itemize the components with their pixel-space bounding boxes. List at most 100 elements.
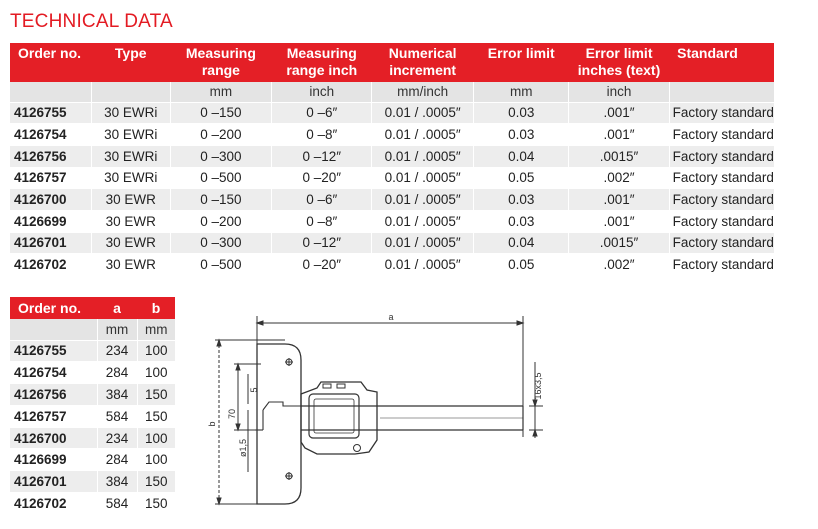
label-rod: 16x3,5 bbox=[533, 372, 543, 399]
table-header-row: Order no. Type Measuring range Measuring… bbox=[10, 43, 774, 82]
cell-order-no: 4126700 bbox=[10, 188, 92, 211]
button bbox=[322, 383, 332, 389]
cell-measuring-range-inch: 0 –6″ bbox=[271, 188, 372, 211]
unit-cell: inch bbox=[568, 82, 670, 102]
unit-cell: mm/inch bbox=[371, 82, 474, 102]
cell-numerical-increment: 0.01 / .0005″ bbox=[371, 101, 474, 124]
cell-numerical-increment: 0.01 / .0005″ bbox=[371, 123, 474, 146]
page-title: TECHNICAL DATA bbox=[10, 11, 173, 32]
cell-order-no: 4126702 bbox=[10, 492, 97, 515]
cell-b: 150 bbox=[136, 404, 175, 428]
cell-standard: Factory standard bbox=[668, 144, 774, 168]
label-a: a bbox=[388, 312, 393, 322]
cell-standard: Factory standard bbox=[668, 123, 774, 146]
cell-a: 234 bbox=[96, 426, 137, 449]
header-measuring-range: Measuring range bbox=[170, 43, 272, 82]
cell-type: 30 EWR bbox=[90, 253, 171, 276]
units-row: mm mm bbox=[10, 319, 175, 340]
cell-measuring-range: 0 –500 bbox=[169, 166, 272, 189]
cell-error-limit-inches: .002″ bbox=[568, 253, 670, 276]
cell-numerical-increment: 0.01 / .0005″ bbox=[371, 166, 474, 189]
cell-type: 30 EWRi bbox=[90, 144, 171, 168]
cell-type: 30 EWRi bbox=[90, 101, 171, 124]
cell-numerical-increment: 0.01 / .0005″ bbox=[371, 188, 474, 211]
cell-type: 30 EWRi bbox=[90, 123, 171, 146]
caliper-drawing: a b 70 5 ø1,5 16x3,5 bbox=[207, 312, 543, 506]
cell-a: 384 bbox=[96, 470, 137, 493]
cell-measuring-range: 0 –150 bbox=[169, 188, 272, 211]
cell-order-no: 4126754 bbox=[10, 123, 92, 146]
lock-screw bbox=[353, 444, 361, 452]
cell-a: 284 bbox=[96, 448, 137, 471]
arrow-head bbox=[235, 423, 241, 432]
cell-type: 30 EWR bbox=[90, 231, 171, 254]
header-error-limit-inches: Error limit inches (text) bbox=[568, 43, 670, 82]
cell-type: 30 EWRi bbox=[90, 166, 171, 189]
cell-a: 284 bbox=[96, 361, 137, 384]
unit-cell bbox=[90, 82, 171, 102]
cell-numerical-increment: 0.01 / .0005″ bbox=[371, 209, 474, 233]
arrow-head bbox=[216, 338, 222, 347]
label-5: 5 bbox=[249, 387, 259, 392]
cell-standard: Factory standard bbox=[668, 231, 774, 254]
cell-measuring-range-inch: 0 –12″ bbox=[271, 144, 372, 168]
cell-order-no: 4126702 bbox=[10, 253, 92, 276]
cell-order-no: 4126757 bbox=[10, 166, 92, 189]
cell-b: 150 bbox=[136, 492, 175, 515]
cell-error-limit: 0.03 bbox=[473, 188, 569, 211]
cell-order-no: 4126700 bbox=[10, 426, 97, 449]
header-standard: Standard bbox=[669, 43, 774, 82]
cell-measuring-range: 0 –200 bbox=[169, 209, 272, 233]
unit-cell bbox=[10, 82, 92, 102]
cell-order-no: 4126701 bbox=[10, 231, 92, 254]
cell-numerical-increment: 0.01 / .0005″ bbox=[371, 231, 474, 254]
label-70: 70 bbox=[227, 409, 237, 419]
cell-error-limit: 0.03 bbox=[473, 123, 569, 146]
button bbox=[336, 383, 346, 389]
cell-order-no: 4126699 bbox=[10, 209, 92, 233]
unit-cell: inch bbox=[271, 82, 372, 102]
unit-cell: mm bbox=[136, 319, 175, 340]
cell-order-no: 4126754 bbox=[10, 361, 97, 384]
header-error-limit: Error limit bbox=[473, 43, 569, 82]
cell-error-limit-inches: .001″ bbox=[568, 123, 670, 146]
cell-error-limit-inches: .0015″ bbox=[568, 231, 670, 254]
cell-order-no: 4126756 bbox=[10, 144, 92, 168]
arrow-head bbox=[516, 320, 525, 326]
unit-cell bbox=[10, 319, 97, 340]
cell-error-limit: 0.03 bbox=[473, 209, 569, 233]
cell-standard: Factory standard bbox=[668, 253, 774, 276]
label-dia: ø1,5 bbox=[238, 439, 248, 457]
cell-measuring-range: 0 –200 bbox=[169, 123, 272, 146]
cell-b: 100 bbox=[136, 448, 175, 471]
arrow-head bbox=[532, 399, 538, 408]
cell-order-no: 4126756 bbox=[10, 383, 97, 406]
cell-measuring-range: 0 –150 bbox=[169, 101, 272, 124]
cell-measuring-range-inch: 0 –20″ bbox=[271, 253, 372, 276]
header-measuring-range-inch: Measuring range inch bbox=[271, 43, 372, 82]
caliper-base bbox=[256, 343, 302, 505]
cell-measuring-range: 0 –300 bbox=[169, 144, 272, 168]
cell-order-no: 4126755 bbox=[10, 339, 97, 362]
arrow-head bbox=[255, 320, 264, 326]
header-b: b bbox=[137, 297, 175, 319]
cell-measuring-range: 0 –300 bbox=[169, 231, 272, 254]
cell-b: 100 bbox=[136, 339, 175, 362]
header-type: Type bbox=[91, 43, 171, 82]
cell-standard: Factory standard bbox=[668, 209, 774, 233]
cell-b: 150 bbox=[136, 383, 175, 406]
table-header-row: Order no. a b bbox=[10, 297, 175, 319]
arrow-head bbox=[216, 497, 222, 506]
